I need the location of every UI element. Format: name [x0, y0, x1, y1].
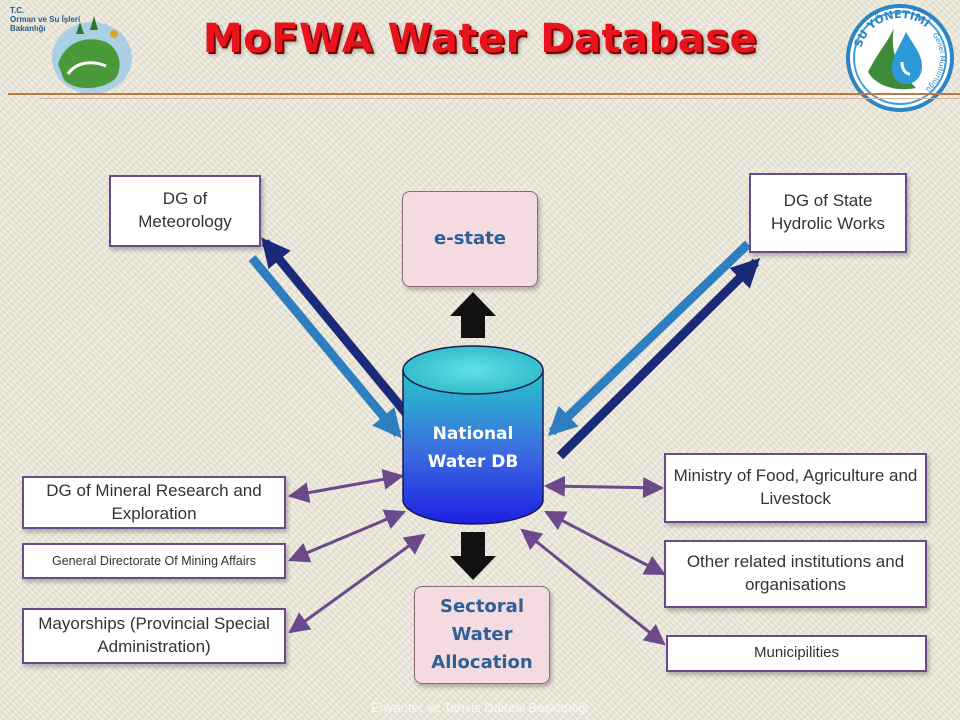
node-dg-mineral-research: DG of Mineral Research and Exploration — [22, 476, 286, 529]
node-other-institutions-label: Other related institutions and organisat… — [686, 552, 905, 594]
database-label-line2: Water DB — [427, 452, 519, 473]
node-dg-mineral-research-label: DG of Mineral Research and Exploration — [46, 480, 262, 523]
connector-mayorships — [288, 533, 426, 634]
water-management-logo: SU YÖNETİMİ Genel Müdürlüğü — [844, 2, 956, 114]
connector-food-agriculture — [543, 475, 665, 499]
water-management-emblem-icon: SU YÖNETİMİ Genel Müdürlüğü — [846, 4, 954, 112]
title-divider — [8, 93, 960, 95]
node-dg-meteorology: DG of Meteorology — [109, 175, 261, 247]
node-dg-state-hydrolic-label: DG of State Hydrolic Works — [771, 191, 885, 233]
database-cylinder — [402, 345, 544, 525]
sectoral-allocation-box: Sectoral Water Allocation — [414, 586, 550, 684]
node-municipalities: Municipilities — [666, 635, 927, 672]
arrow-meteorology-to-db — [248, 255, 402, 439]
page-title: MoFWA Water Database — [202, 16, 758, 62]
database-label-line1: National — [432, 424, 514, 444]
node-ministry-food-agriculture: Ministry of Food, Agriculture and Livest… — [664, 453, 927, 523]
database-label: National Water DB — [403, 420, 543, 476]
ministry-emblem-icon — [52, 16, 132, 94]
connector-mineral-research — [287, 468, 405, 504]
arrow-db-to-hydrolic — [556, 257, 761, 460]
sectoral-allocation-label: Sectoral Water Allocation — [431, 596, 533, 673]
arrow-down-to-allocation — [450, 532, 496, 580]
node-municipalities-label: Municipilities — [753, 644, 840, 662]
node-ministry-food-agriculture-label: Ministry of Food, Agriculture and Livest… — [673, 466, 918, 508]
node-mining-affairs: General Directorate Of Mining Affairs — [22, 543, 286, 579]
node-other-institutions: Other related institutions and organisat… — [664, 540, 927, 608]
estate-box: e-state — [402, 191, 538, 287]
connector-mining-affairs — [288, 509, 406, 563]
node-mayorships-label: Mayorships (Provincial Special Administr… — [38, 614, 270, 656]
connector-municipalities — [520, 528, 666, 646]
arrow-up-to-estate — [450, 292, 496, 338]
footer-text: Envanter ve Tahsis Dairesi Başkanlığı — [371, 700, 589, 715]
title-divider-secondary — [40, 98, 960, 99]
node-dg-state-hydrolic: DG of State Hydrolic Works — [749, 173, 907, 253]
arrow-hydrolic-to-db — [547, 240, 752, 436]
estate-label: e-state — [434, 228, 506, 250]
node-mining-affairs-label: General Directorate Of Mining Affairs — [51, 553, 257, 568]
ministry-logo: T.C. Orman ve Su İşleri Bakanlığı — [6, 4, 136, 96]
arrow-db-to-meteorology — [261, 237, 414, 421]
ministry-name-text: T.C. Orman ve Su İşleri Bakanlığı — [10, 6, 81, 34]
node-dg-meteorology-label: DG of Meteorology — [138, 189, 232, 231]
node-mayorships: Mayorships (Provincial Special Administr… — [22, 608, 286, 664]
